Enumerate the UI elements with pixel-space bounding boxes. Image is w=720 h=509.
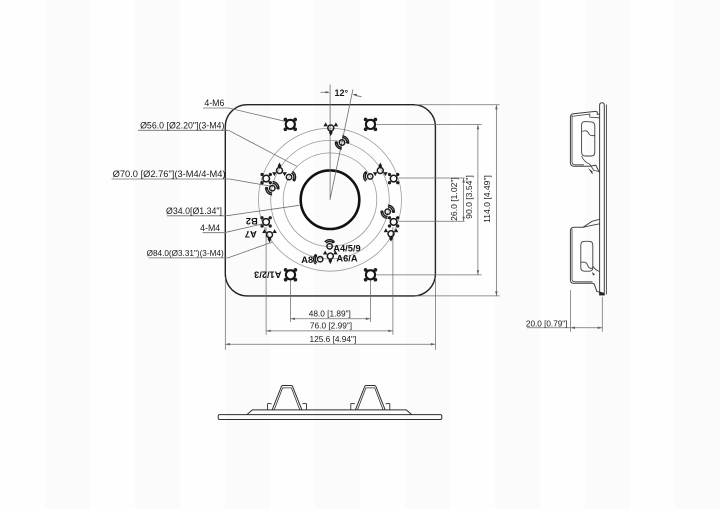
svg-text:B2: B2: [246, 216, 258, 226]
svg-text:Ø56.0 [Ø2.20"](3-M4): Ø56.0 [Ø2.20"](3-M4): [140, 121, 224, 131]
svg-text:Ø34.0[Ø1.34"]: Ø34.0[Ø1.34"]: [166, 206, 222, 216]
svg-text:4-M4: 4-M4: [200, 223, 220, 233]
svg-text:76.0 [2.99"]: 76.0 [2.99"]: [310, 321, 352, 331]
svg-text:Ø84.0(Ø3.31")(3-M4): Ø84.0(Ø3.31")(3-M4): [147, 249, 224, 258]
svg-text:A4/5/9: A4/5/9: [333, 243, 360, 253]
svg-text:A8: A8: [301, 255, 313, 265]
svg-text:26.0 [1.02"]: 26.0 [1.02"]: [449, 177, 459, 221]
svg-text:A1/2/3: A1/2/3: [254, 269, 281, 279]
svg-text:12°: 12°: [334, 88, 348, 98]
svg-text:A6/A: A6/A: [336, 254, 357, 264]
svg-text:125.6 [4.94"]: 125.6 [4.94"]: [310, 334, 357, 344]
svg-text:114.0 [4.49"]: 114.0 [4.49"]: [482, 175, 492, 223]
svg-text:Ø70.0 [Ø2.76"](3-M4/4-M4): Ø70.0 [Ø2.76"](3-M4/4-M4): [113, 169, 226, 179]
svg-text:20.0 [0.79"]: 20.0 [0.79"]: [526, 319, 568, 328]
svg-text:90.0 [3.54"]: 90.0 [3.54"]: [464, 175, 474, 219]
svg-text:48.0 [1.89"]: 48.0 [1.89"]: [309, 308, 351, 318]
svg-text:A7: A7: [245, 229, 257, 239]
svg-text:4-M6: 4-M6: [204, 98, 224, 108]
